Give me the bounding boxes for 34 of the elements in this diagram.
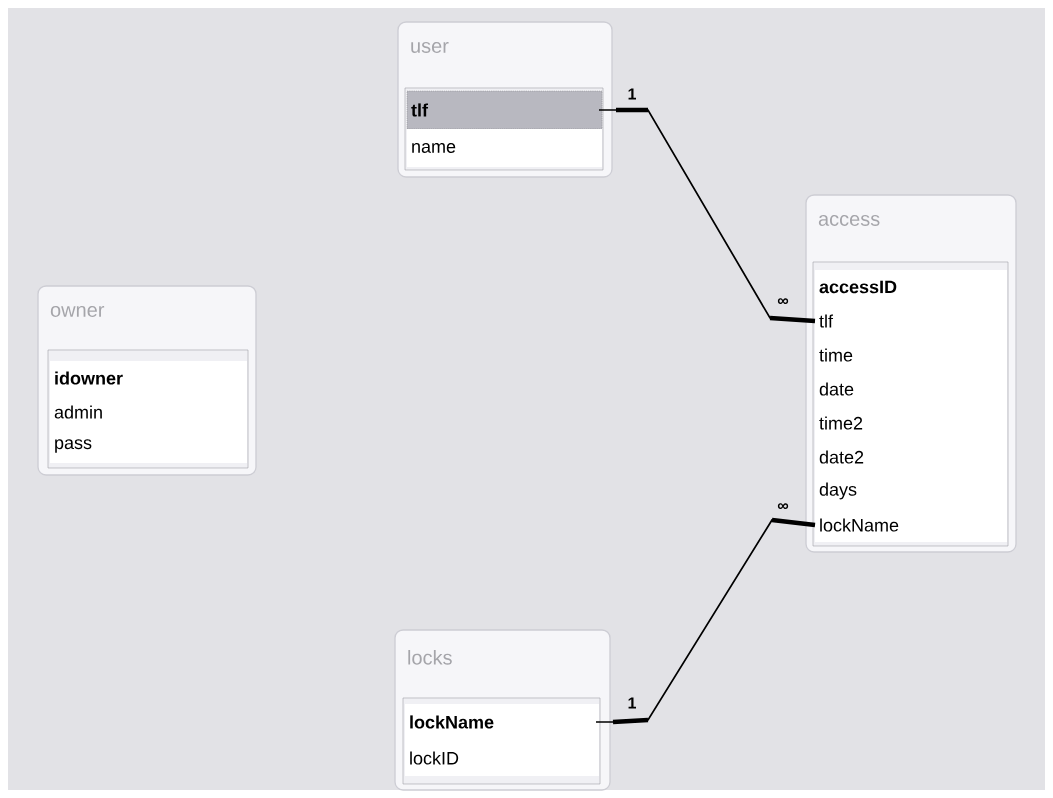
cardinality-label: ∞	[777, 298, 789, 305]
field-row: date2	[815, 440, 1007, 474]
field-row: time2	[815, 406, 1007, 440]
field-row: lockName	[405, 704, 599, 740]
node-label: tlf	[819, 314, 834, 328]
field-row: lockID	[405, 740, 599, 776]
relationship-line	[598, 107, 816, 324]
field-row: idowner	[50, 361, 247, 395]
node-label: days	[819, 482, 857, 500]
cardinality-label: 1	[628, 88, 636, 100]
cardinality-label: 1	[628, 697, 636, 709]
node-label: time2	[819, 416, 863, 430]
node-label: date	[819, 382, 854, 396]
field-row: date	[815, 372, 1007, 406]
node-label: date2	[819, 450, 864, 464]
node-label: admin	[54, 405, 102, 419]
field-row: lockName	[815, 508, 1007, 542]
node-label: lockID	[410, 751, 459, 765]
node-label: pass	[55, 439, 92, 453]
field-row: tlf	[406, 90, 603, 130]
field-row: admin	[50, 395, 247, 429]
relationship-line	[595, 517, 816, 725]
node-label: lockName	[820, 518, 899, 532]
field-row: accessID	[815, 270, 1007, 304]
field-row: pass	[50, 429, 247, 463]
node-label: time	[819, 348, 853, 362]
field-row: tlf	[815, 304, 1007, 338]
node-label: lockName	[410, 715, 494, 729]
node-label: idowner	[55, 371, 123, 385]
cardinality-label: ∞	[777, 503, 789, 510]
node-label: accessID	[819, 280, 897, 294]
field-row: name	[407, 129, 602, 167]
field-row: time	[815, 338, 1007, 372]
field-row: days	[815, 474, 1007, 508]
